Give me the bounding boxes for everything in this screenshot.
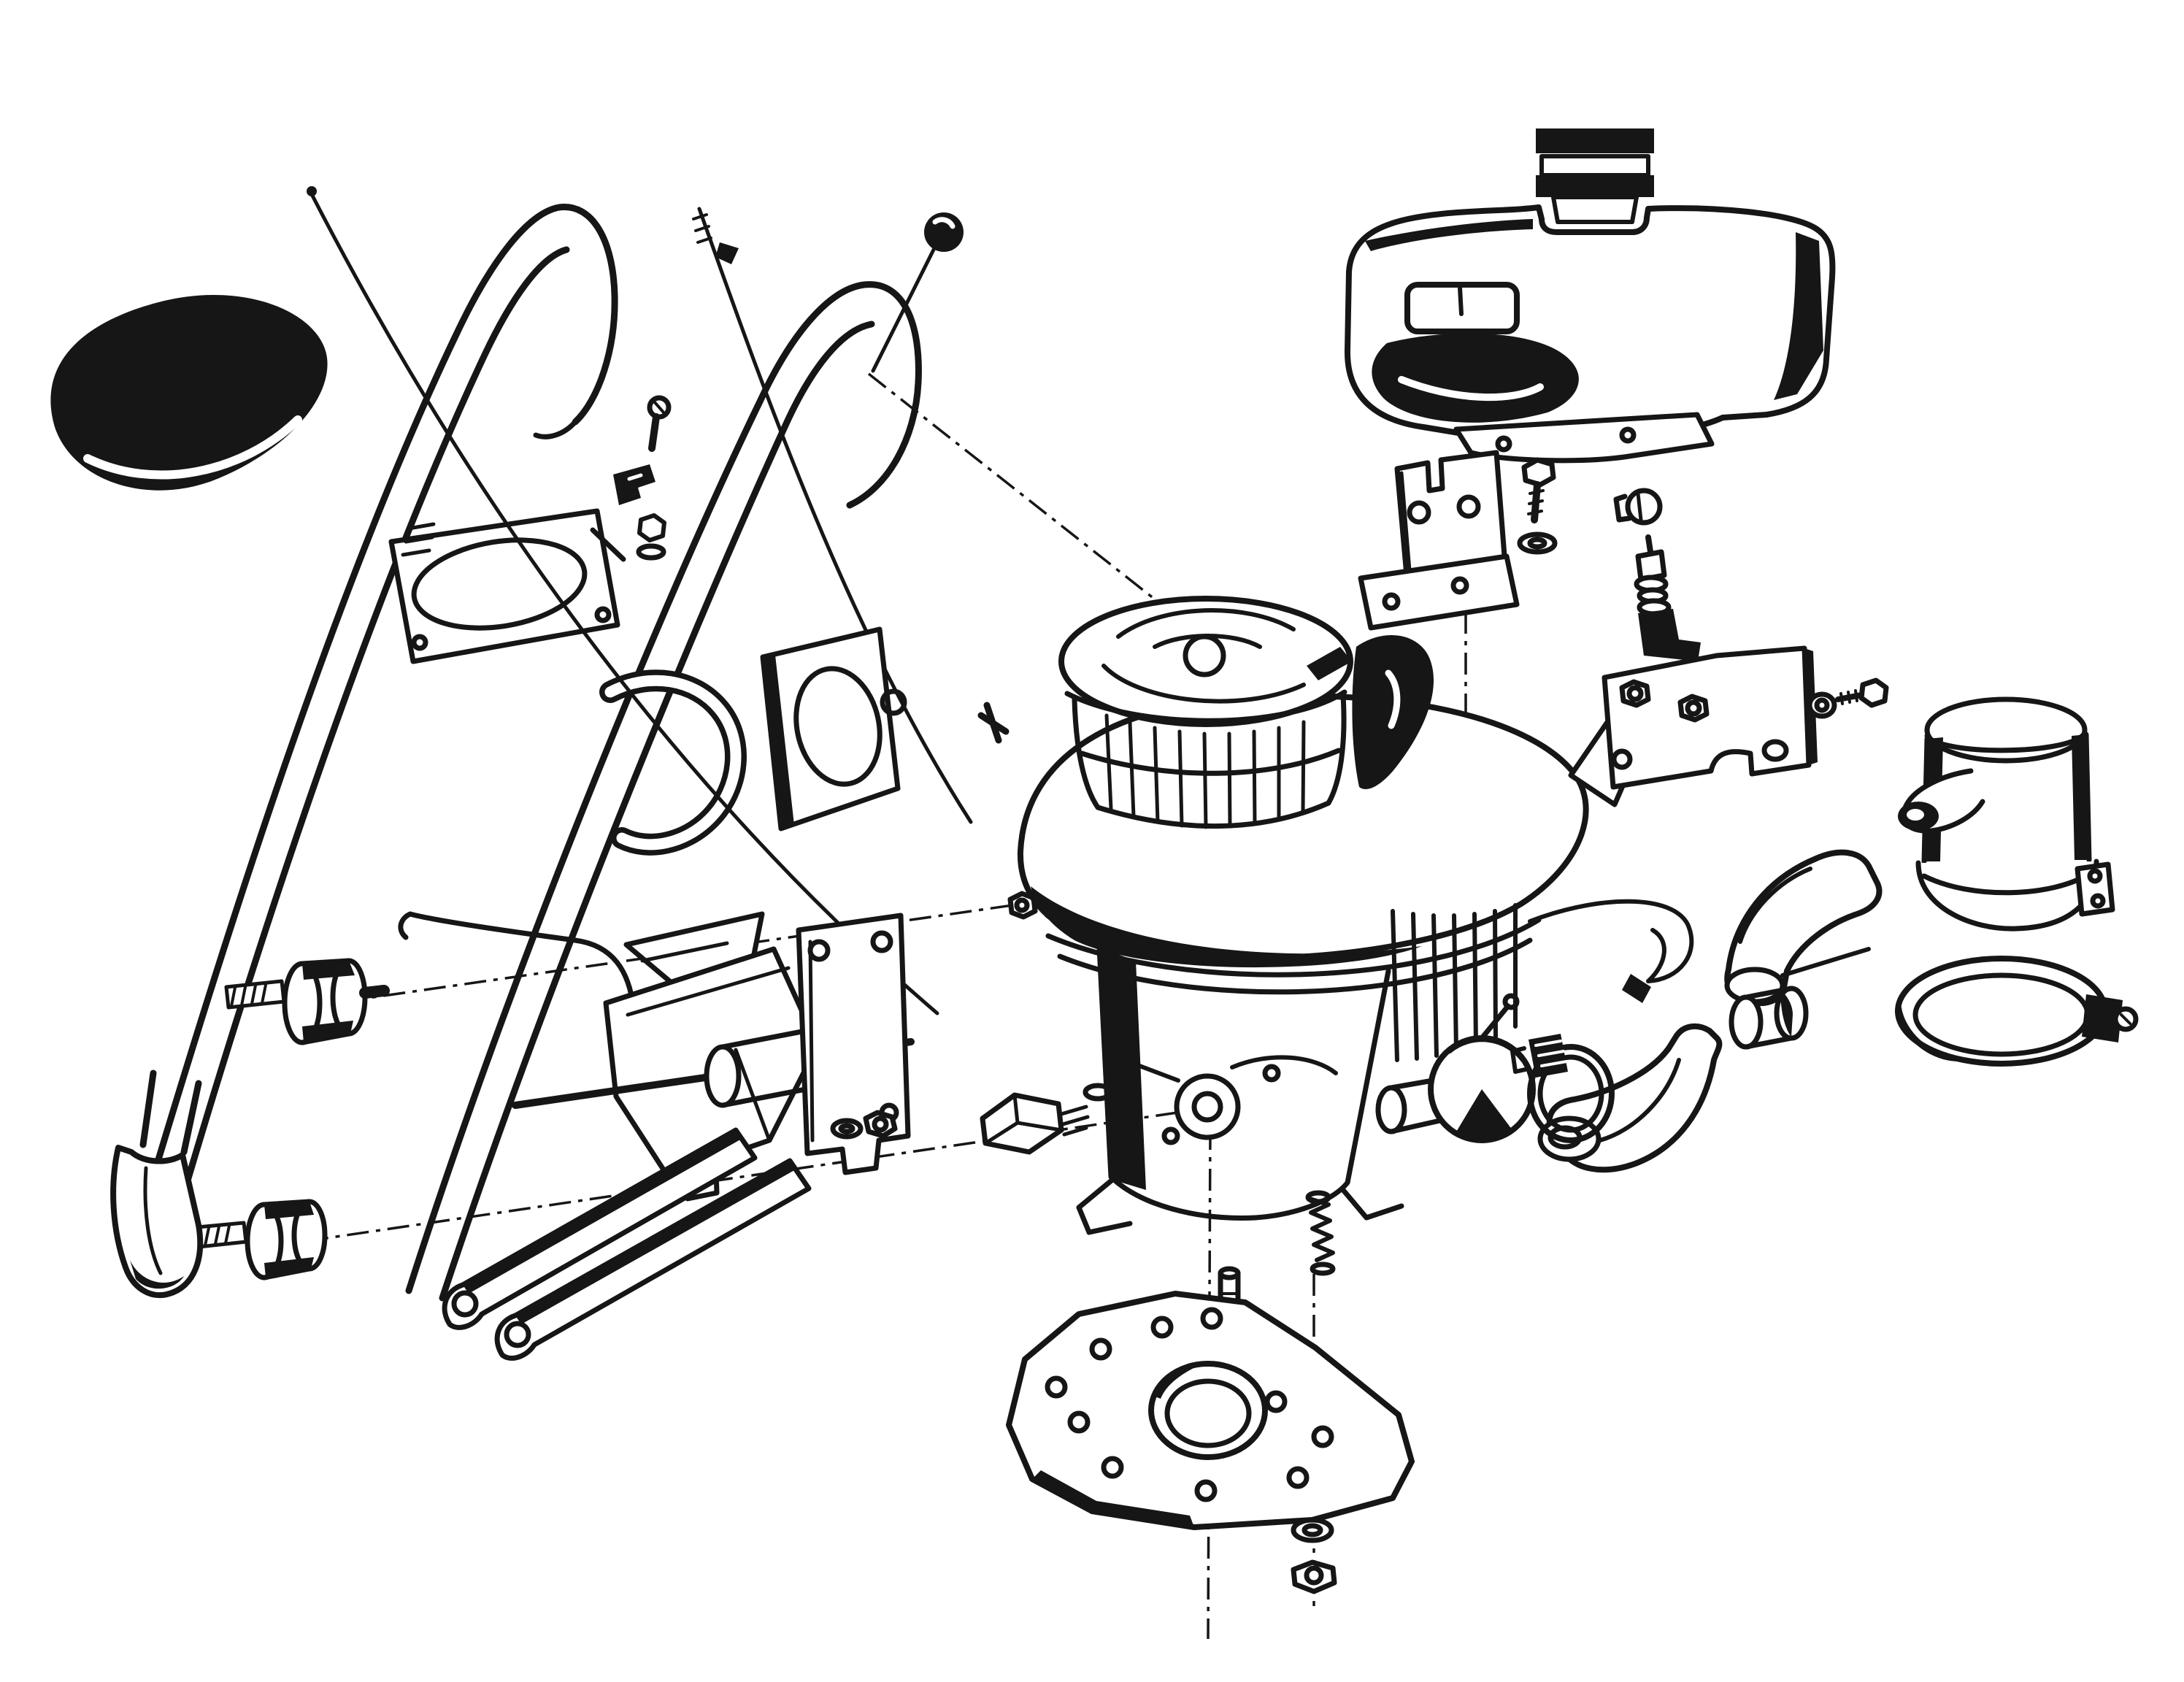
handlebar-left — [50, 207, 615, 1243]
spark-plug-wire — [1530, 902, 1691, 981]
screw-slot — [654, 402, 664, 413]
mount-upper-stub — [365, 991, 384, 993]
wire-connector — [1622, 974, 1651, 1003]
handlebar-fasteners — [613, 398, 669, 558]
cable-clamp — [613, 464, 655, 505]
bolt-12 — [1524, 460, 1553, 485]
nut-26 — [1293, 1562, 1334, 1591]
lower-bracket-plate — [763, 629, 1006, 829]
intake-elbow-upper-20 — [1727, 853, 1879, 1003]
foot-clevis — [113, 1148, 200, 1295]
handle-tube-left-end — [536, 422, 575, 437]
intake-boss-left — [1378, 1088, 1404, 1132]
tank-cap-band — [1542, 156, 1648, 175]
spark-plug-15 — [1637, 537, 1701, 661]
engine-mount-plate-right — [1604, 648, 1809, 787]
bolt-head — [639, 515, 664, 540]
fuel-tank — [1347, 128, 1832, 461]
band-clamp-19 — [1898, 959, 2136, 1064]
clamp-13 — [1628, 491, 1660, 523]
washer-27 — [1293, 1520, 1331, 1540]
bracket-pin — [981, 705, 1006, 740]
support-arms — [445, 1130, 809, 1358]
screw-17 — [1838, 680, 1886, 705]
tank-neck — [1553, 197, 1637, 222]
engine-base-plate — [1009, 1294, 1412, 1591]
pivot-tube-left — [707, 1047, 739, 1105]
bolt-washer — [639, 546, 664, 558]
rubber-mounts — [113, 961, 384, 1295]
tank-bracket-base — [1361, 556, 1517, 628]
choke-cable-stem — [873, 250, 934, 371]
spark-plug-boot — [1638, 609, 1701, 661]
carburetor — [1177, 1076, 1238, 1137]
washer — [833, 1121, 861, 1137]
screw-shank — [652, 417, 656, 448]
